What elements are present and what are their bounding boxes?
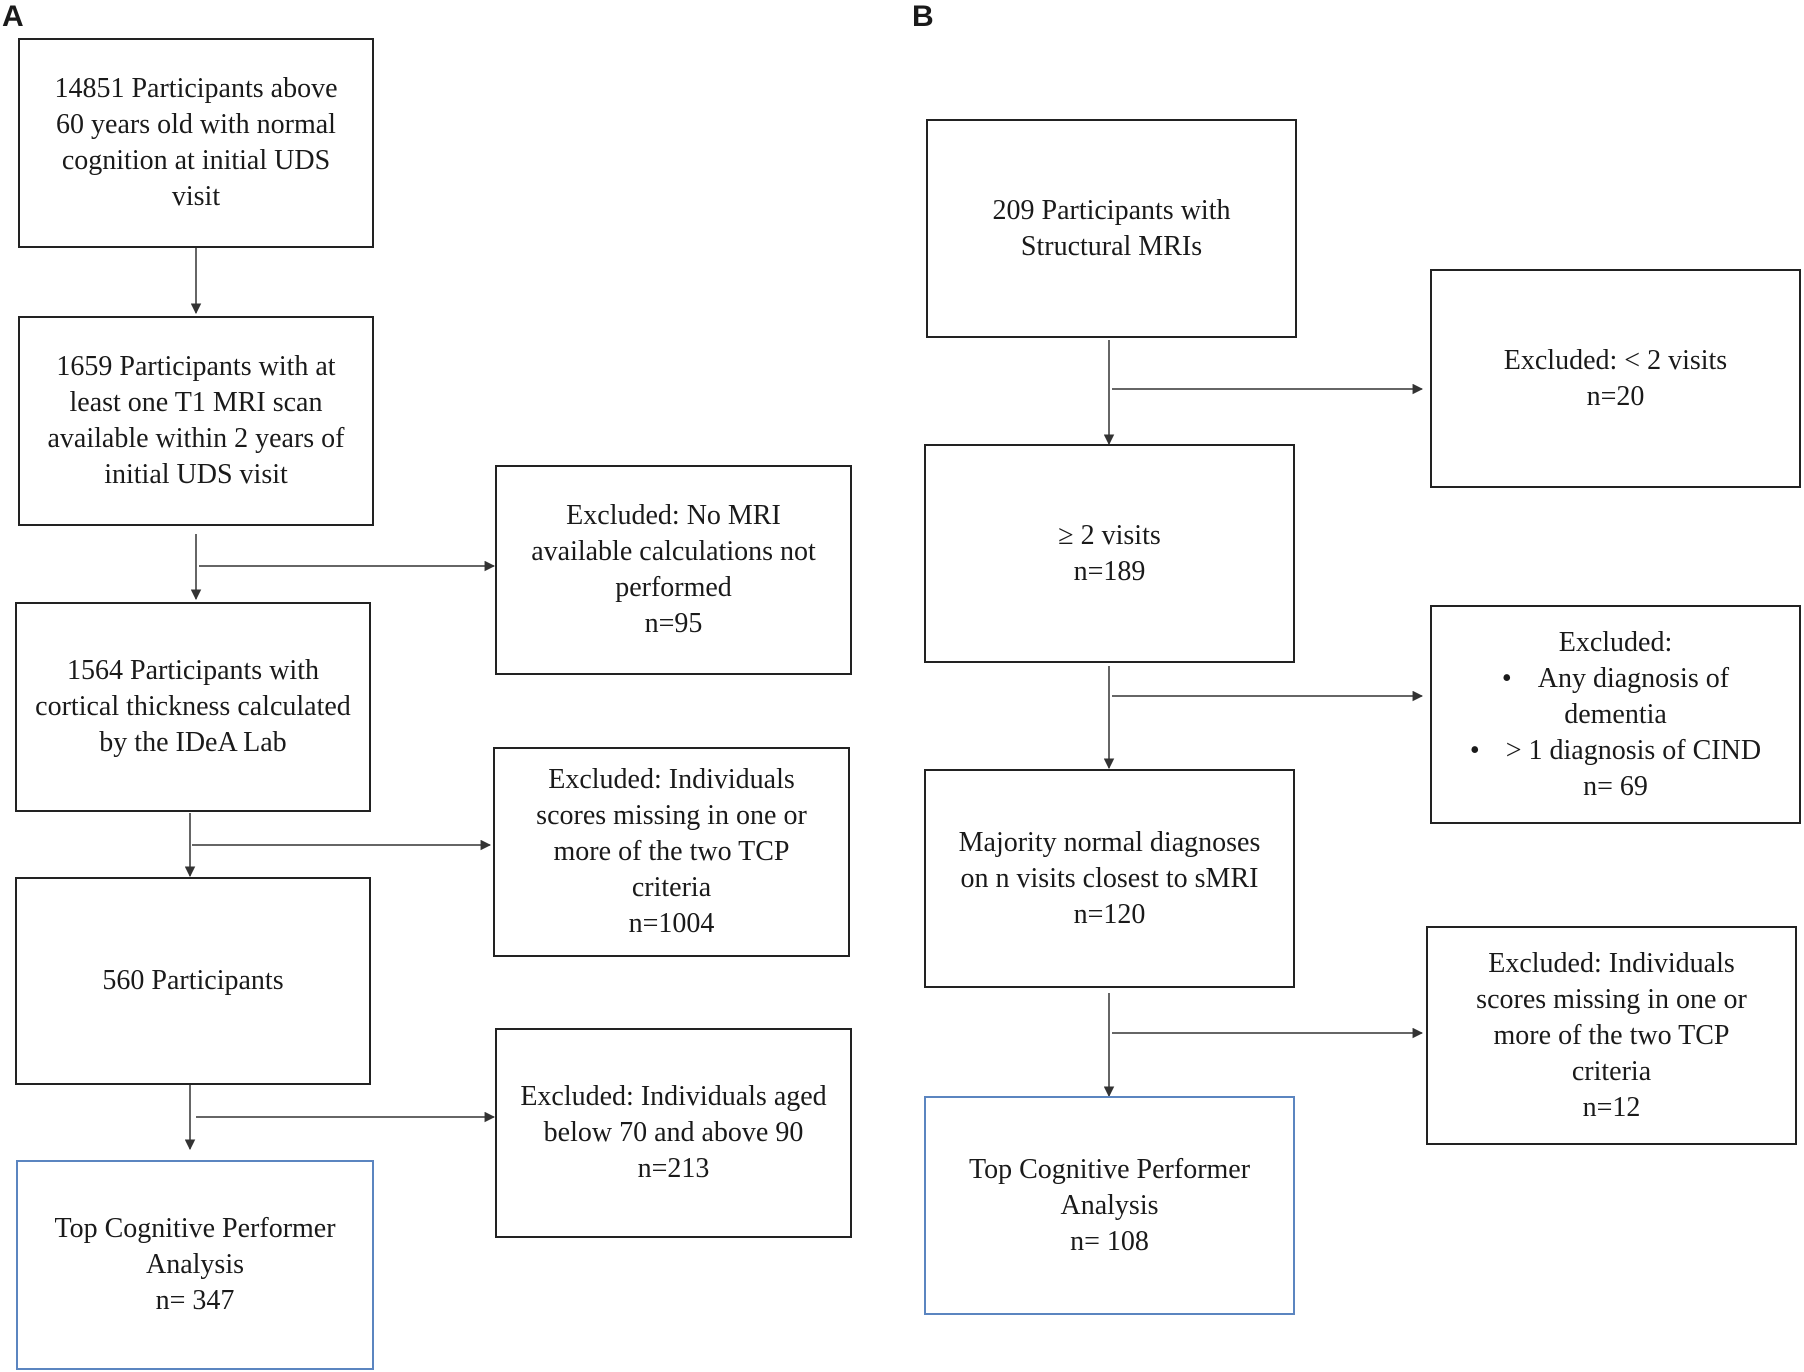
box-text-line: more of the two TCP (1493, 1019, 1730, 1051)
panel-a-exclusion-missing-scores: Excluded: Individuals scores missing in … (493, 747, 850, 957)
box-text-line: 14851 Participants above (54, 73, 338, 104)
panel-b-exclusion-visits: Excluded: < 2 visits n=20 (1430, 269, 1801, 488)
box-text-line: more of the two TCP (553, 836, 790, 867)
box-text-line: visit (171, 181, 221, 212)
box-text-line: 60 years old with normal (56, 109, 336, 140)
box-text-line: Majority normal diagnoses (958, 826, 1261, 858)
box-text-line: 1564 Participants with (67, 655, 319, 686)
box-text-line: criteria (631, 872, 712, 903)
box-text-line: 1659 Participants with at (56, 351, 336, 382)
box-text-line: least one T1 MRI scan (69, 387, 323, 418)
panel-b-exclusion-diagnosis: Excluded: • Any diagnosis of dementia • … (1430, 605, 1801, 824)
box-text-line: ≥ 2 visits (1058, 519, 1161, 551)
bullet-text: dementia (1564, 698, 1667, 730)
panel-b-box-majority-normal: Majority normal diagnoses on n visits cl… (924, 769, 1295, 988)
box-text-line: n=213 (637, 1153, 710, 1184)
exclusion-bullet-list: • Any diagnosis of dementia • > 1 diagno… (1442, 661, 1789, 769)
box-text-line: scores missing in one or (1476, 983, 1747, 1015)
panel-b-box-final-analysis: Top Cognitive Performer Analysis n= 108 (924, 1096, 1295, 1315)
box-text-line: Structural MRIs (1020, 230, 1203, 262)
box-text-line: n=95 (644, 608, 703, 639)
panel-a-exclusion-age: Excluded: Individuals aged below 70 and … (495, 1028, 852, 1238)
box-text-line: Excluded: < 2 visits (1503, 344, 1728, 376)
panel-b-box-two-visits: ≥ 2 visits n=189 (924, 444, 1295, 663)
box-text-line: n=20 (1586, 380, 1645, 412)
box-text-line: below 70 and above 90 (543, 1117, 804, 1148)
panel-a-label: A (2, 0, 24, 33)
box-text-line: n=189 (1073, 555, 1146, 587)
panel-b-box-structural-mri: 209 Participants with Structural MRIs (926, 119, 1297, 338)
bullet-item: • > 1 diagnosis of CIND (1442, 733, 1789, 769)
panel-a-box-final-analysis: Top Cognitive Performer Analysis n= 347 (16, 1160, 374, 1370)
bullet-text: > 1 diagnosis of CIND (1505, 734, 1762, 766)
box-text-line: Excluded: Individuals (548, 764, 795, 795)
box-text-line: scores missing in one or (536, 800, 807, 831)
panel-a-exclusion-no-mri: Excluded: No MRI available calculations … (495, 465, 852, 675)
box-text-line: cognition at initial UDS (61, 145, 331, 176)
panel-a-box-560-participants: 560 Participants (15, 877, 371, 1085)
box-text-line: by the IDeA Lab (99, 727, 287, 758)
box-text-line: n=1004 (628, 908, 715, 939)
panel-a-box-cortical-thickness: 1564 Participants with cortical thicknes… (15, 602, 371, 812)
panel-a-box-t1-mri: 1659 Participants with at least one T1 M… (18, 316, 374, 526)
bullet-dot-icon: • (1469, 734, 1480, 766)
box-text-line: Top Cognitive Performer (54, 1213, 336, 1244)
box-text-line: 560 Participants (102, 965, 284, 996)
box-text-line: available within 2 years of (47, 423, 345, 454)
box-text-line: Analysis (146, 1249, 244, 1280)
box-text-line: cortical thickness calculated (35, 691, 351, 722)
box-text-line: 209 Participants with (992, 194, 1231, 226)
box-text-line: Excluded: (1558, 626, 1673, 658)
box-text-line: Analysis (1060, 1189, 1159, 1221)
box-text-line: n= 347 (155, 1285, 235, 1316)
box-text-line: Excluded: No MRI (566, 500, 781, 531)
bullet-text: Any diagnosis of (1537, 662, 1730, 694)
panel-b-label: B (912, 0, 934, 33)
box-text-line: Excluded: Individuals (1488, 947, 1735, 979)
box-text-line: available calculations not (531, 536, 816, 567)
box-text-line: n= 69 (1583, 770, 1648, 802)
box-text-line: performed (615, 572, 732, 603)
panel-b-exclusion-missing-scores: Excluded: Individuals scores missing in … (1426, 926, 1797, 1145)
box-text-line: n=12 (1582, 1091, 1641, 1123)
bullet-dot-icon: • (1501, 662, 1512, 694)
panel-a-box-initial-cohort: 14851 Participants above 60 years old wi… (18, 38, 374, 248)
box-text-line: Excluded: Individuals aged (520, 1081, 827, 1112)
box-text-line: n= 108 (1070, 1225, 1149, 1257)
box-text-line: n=120 (1073, 898, 1146, 930)
bullet-continuation: dementia (1442, 697, 1789, 733)
box-text-line: on n visits closest to sMRI (960, 862, 1259, 894)
box-text-line: criteria (1571, 1055, 1652, 1087)
bullet-item: • Any diagnosis of (1442, 661, 1789, 697)
box-text-line: Top Cognitive Performer (968, 1153, 1251, 1185)
box-text-line: initial UDS visit (104, 459, 288, 490)
